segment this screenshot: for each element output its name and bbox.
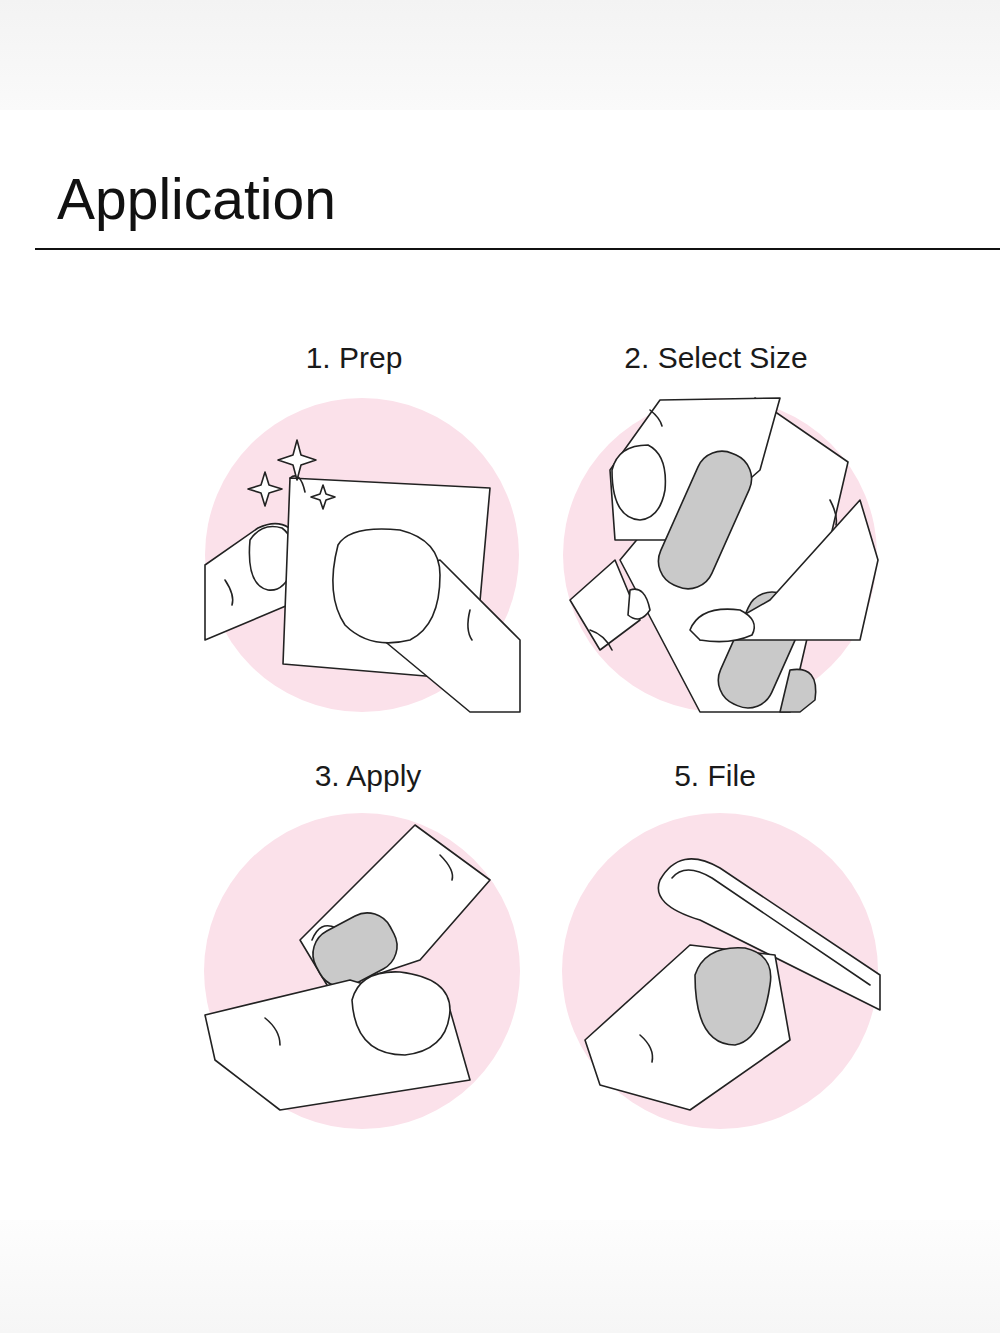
step-panel: 2. Select Size [559, 340, 873, 712]
bottom-band [0, 1220, 1000, 1333]
apply-hands [205, 825, 490, 1110]
step-label: 1. Prep [197, 340, 511, 376]
title-rule [35, 248, 1000, 250]
file-hands [585, 859, 880, 1110]
step-panel: 5. File [557, 758, 873, 1129]
step-disc [563, 398, 877, 712]
top-band [0, 0, 1000, 110]
step-panel: 1. Prep [197, 340, 511, 712]
step-panel: 3. Apply [210, 758, 526, 1129]
prep-hands [205, 440, 520, 712]
step-disc [204, 813, 520, 1129]
step-label: 3. Apply [210, 758, 526, 794]
step-label: 2. Select Size [559, 340, 873, 376]
step-label: 5. File [557, 758, 873, 794]
size-hands [570, 398, 878, 716]
step-disc [205, 398, 519, 712]
page-title: Application [57, 168, 336, 231]
